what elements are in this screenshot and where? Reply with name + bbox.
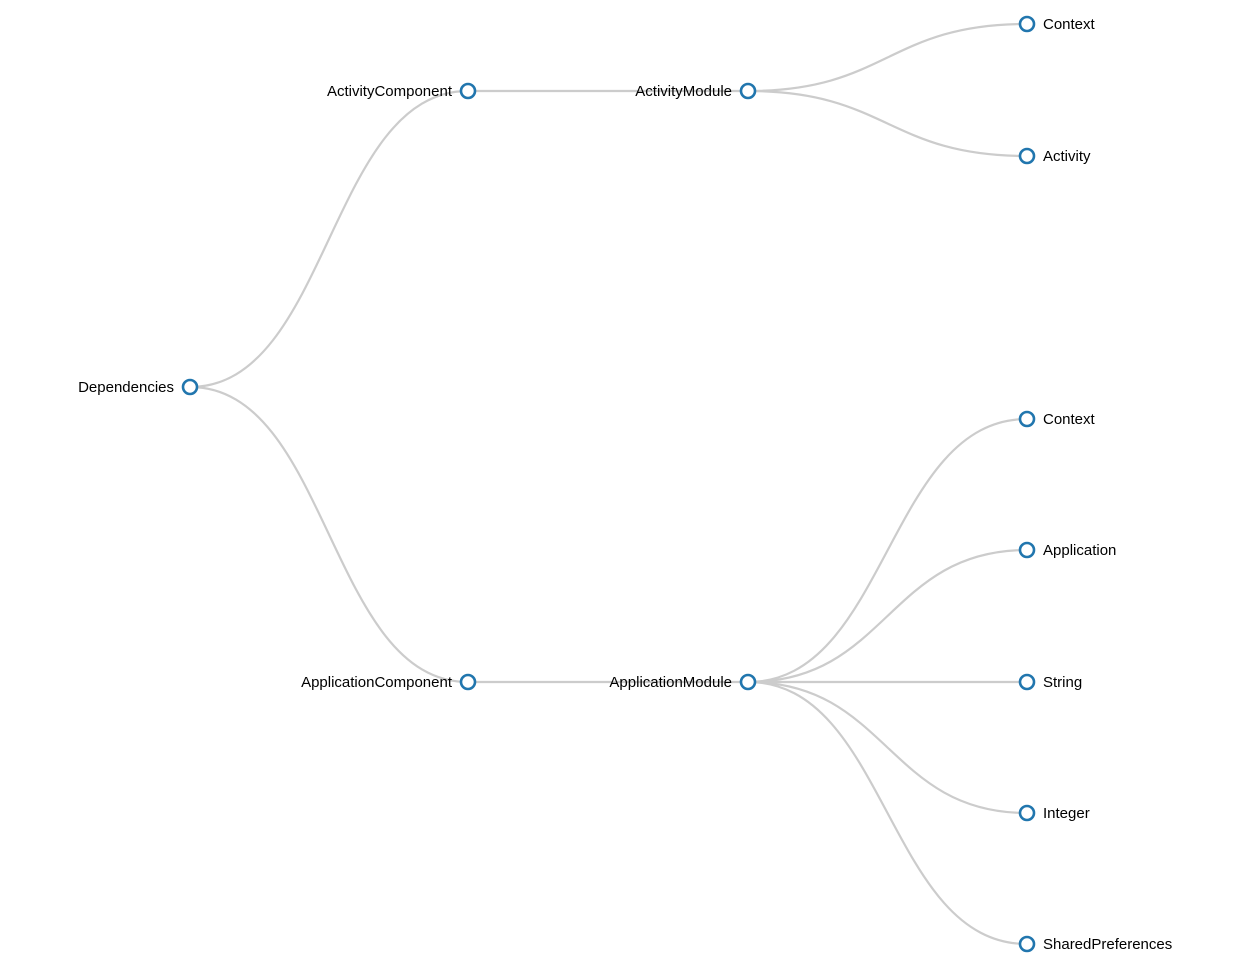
tree-node-appm-string[interactable]: String — [1018, 673, 1082, 691]
tree-node-appm-sharedprefs[interactable]: SharedPreferences — [1018, 935, 1172, 953]
nodes-layer: Dependencies ActivityComponentApplication… — [78, 15, 1172, 953]
node-circle-icon[interactable] — [1018, 410, 1036, 428]
tree-node-appm-integer[interactable]: Integer — [1018, 804, 1090, 822]
node-circle-icon[interactable] — [1018, 935, 1036, 953]
tree-link — [746, 680, 1029, 815]
tree-link — [746, 680, 1029, 946]
node-label: Application — [1043, 542, 1116, 559]
tree-node-am-activity[interactable]: Activity — [1018, 147, 1091, 165]
node-label: ApplicationComponent — [301, 674, 453, 691]
tree-node-activitycomponent[interactable]: ActivityComponent — [327, 82, 477, 100]
node-circle-icon[interactable] — [1018, 15, 1036, 33]
tree-link — [746, 22, 1029, 93]
tree-link — [746, 417, 1029, 684]
node-label: Activity — [1043, 148, 1091, 165]
node-circle-icon[interactable] — [1018, 673, 1036, 691]
tree-link — [746, 548, 1029, 684]
tree-node-applicationmodule[interactable]: ApplicationModule — [609, 673, 757, 691]
tree-node-am-context[interactable]: Context — [1018, 15, 1096, 33]
node-label: ActivityModule — [635, 83, 732, 100]
tree-node-appm-context[interactable]: Context — [1018, 410, 1096, 428]
node-circle-icon[interactable] — [181, 378, 199, 396]
node-circle-icon[interactable] — [459, 82, 477, 100]
node-circle-icon[interactable] — [1018, 541, 1036, 559]
node-label: Context — [1043, 16, 1096, 33]
node-label: Integer — [1043, 805, 1090, 822]
node-circle-icon[interactable] — [739, 673, 757, 691]
node-circle-icon[interactable] — [459, 673, 477, 691]
node-circle-icon[interactable] — [1018, 804, 1036, 822]
tree-link — [746, 89, 1029, 158]
node-label: ApplicationModule — [609, 674, 732, 691]
links-layer — [188, 22, 1029, 946]
tree-node-activitymodule[interactable]: ActivityModule — [635, 82, 757, 100]
tree-link — [188, 385, 470, 684]
node-circle-icon[interactable] — [739, 82, 757, 100]
node-label: Dependencies — [78, 379, 174, 396]
tree-node-dependencies[interactable]: Dependencies — [78, 378, 199, 396]
node-label: Context — [1043, 411, 1096, 428]
tree-node-applicationcomponent[interactable]: ApplicationComponent — [301, 673, 477, 691]
tree-link — [188, 89, 470, 389]
node-circle-icon[interactable] — [1018, 147, 1036, 165]
tree-node-appm-application[interactable]: Application — [1018, 541, 1116, 559]
node-label: ActivityComponent — [327, 83, 453, 100]
node-label: String — [1043, 674, 1082, 691]
node-label: SharedPreferences — [1043, 936, 1172, 953]
